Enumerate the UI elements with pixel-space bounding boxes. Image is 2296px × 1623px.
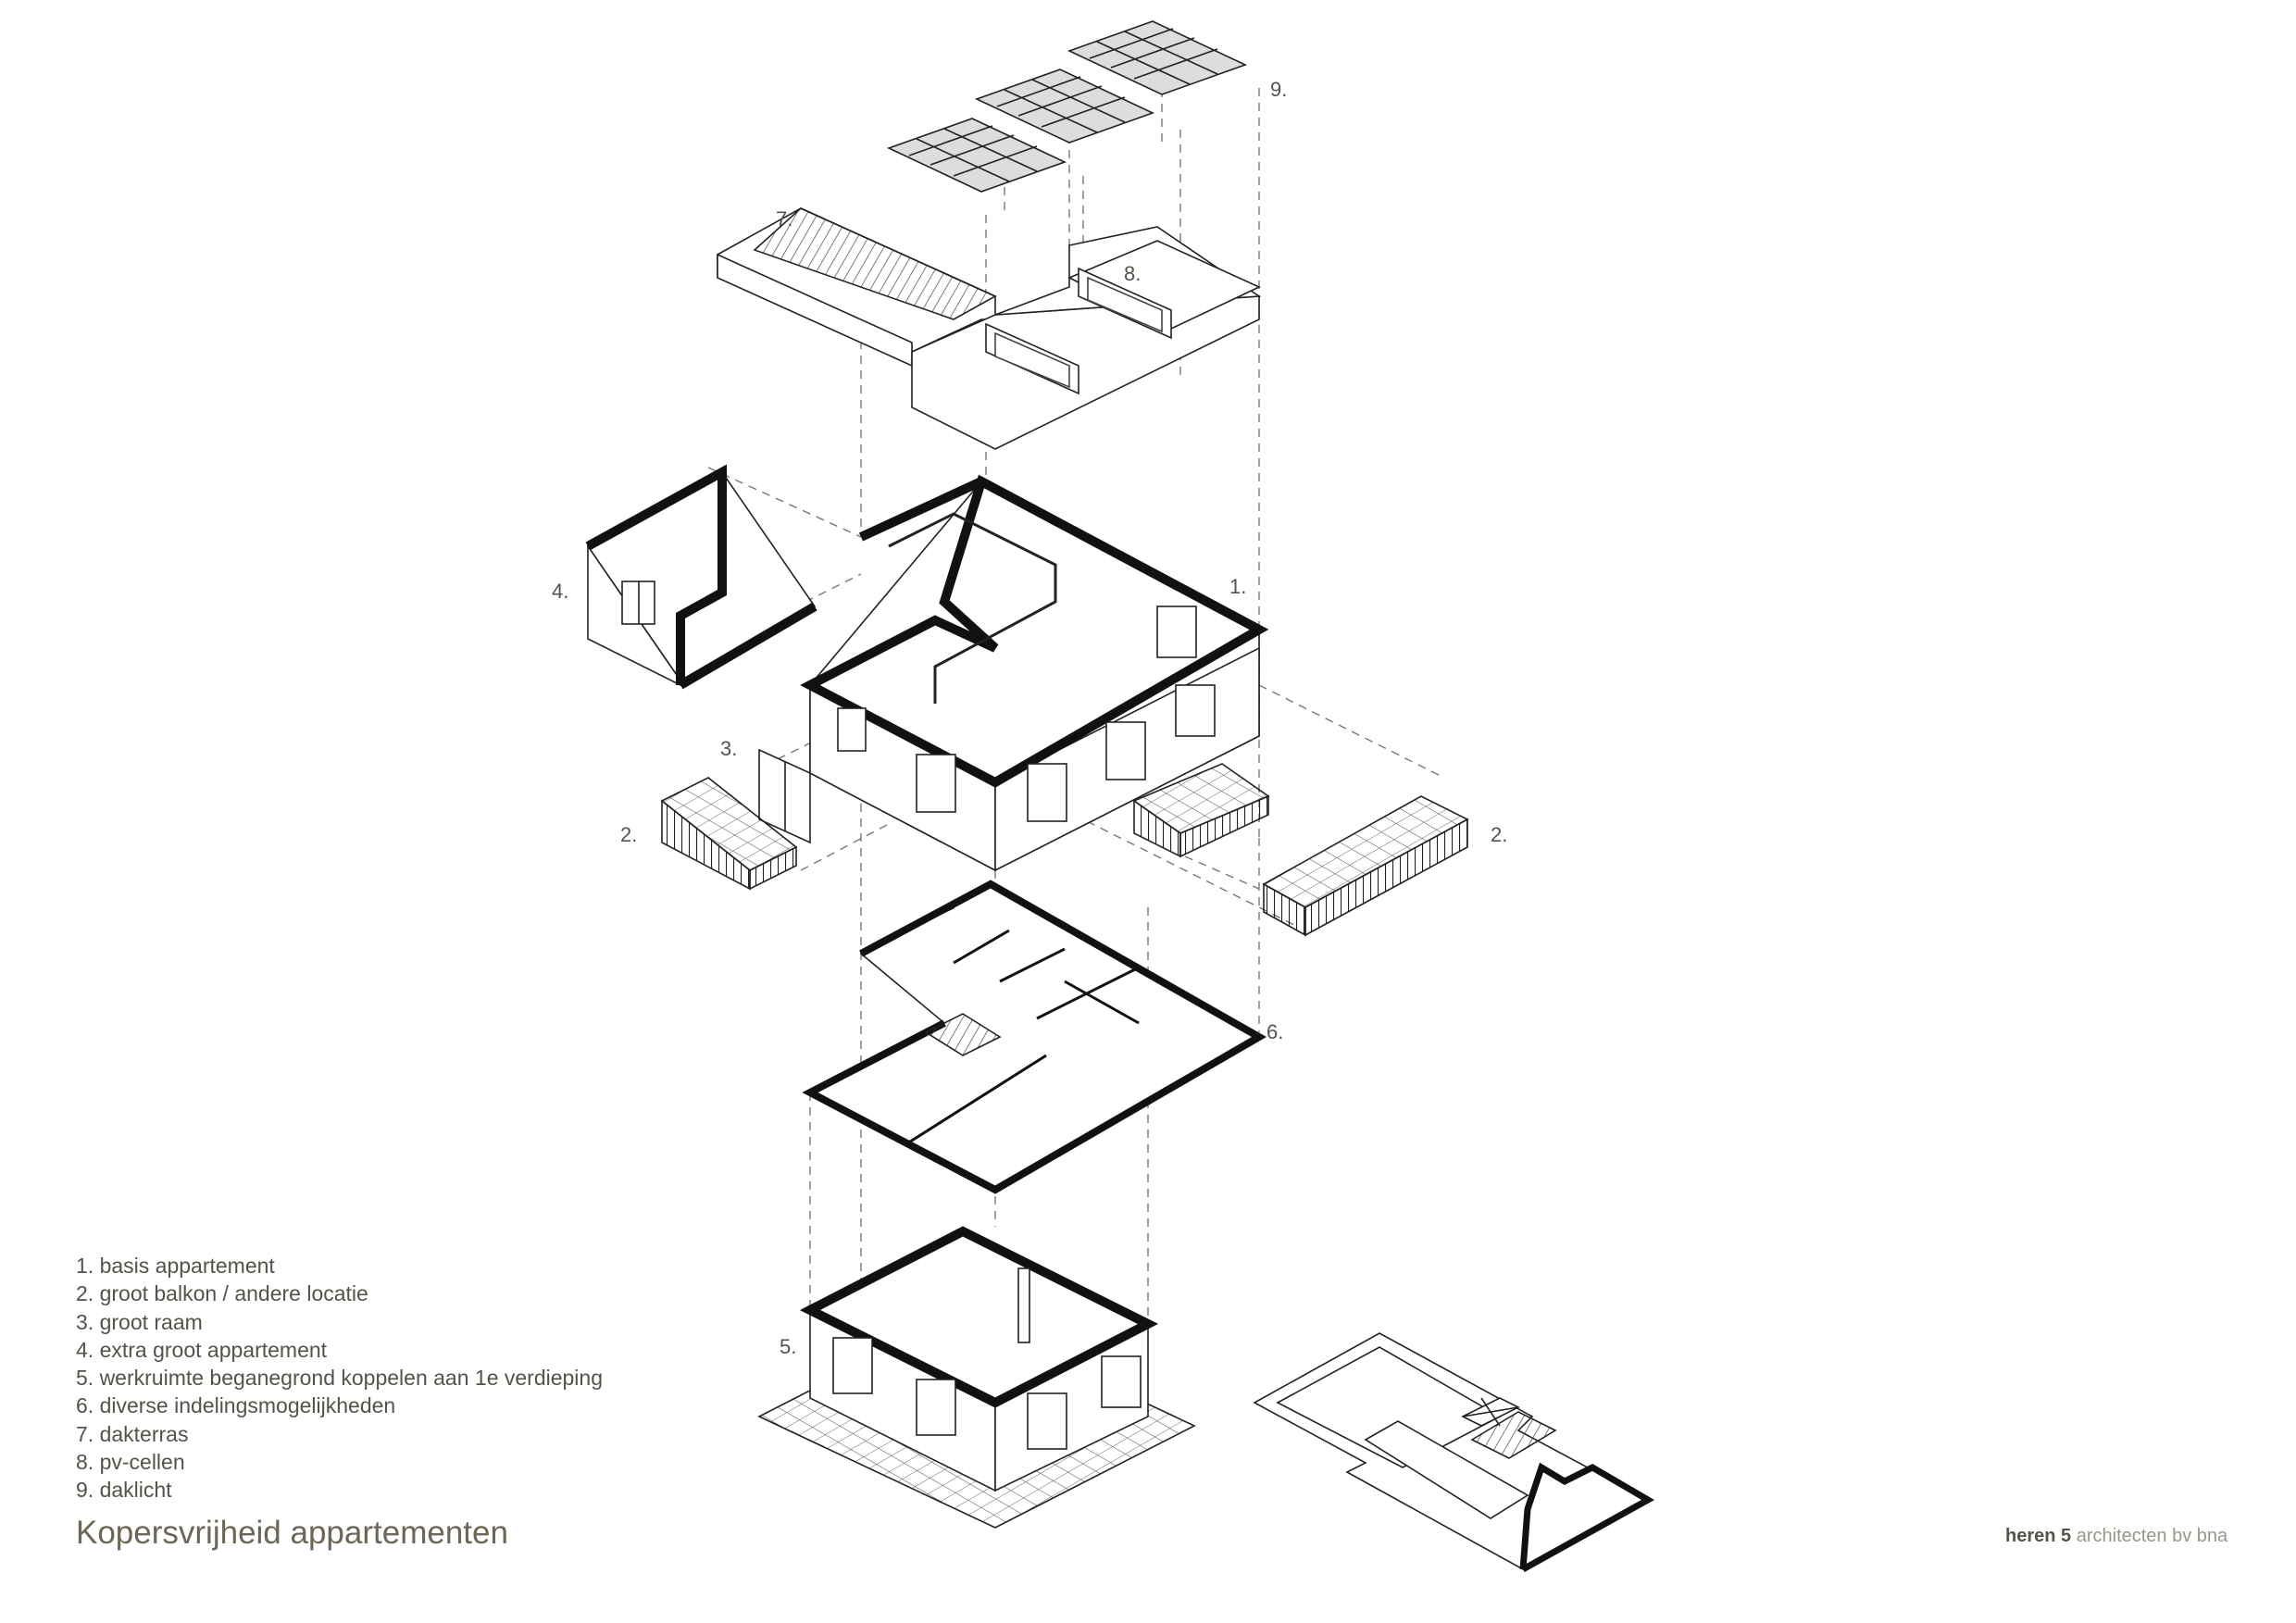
base-apartment: [800, 474, 1269, 872]
callout-6: 6.: [1267, 1020, 1284, 1043]
large-window: [758, 748, 811, 844]
skylights: [886, 20, 1248, 193]
legend: 1. basis appartement 2. groot balkon / a…: [76, 1252, 603, 1504]
legend-item: 4. extra groot appartement: [76, 1337, 328, 1362]
roof-level: [717, 207, 1262, 450]
skylight-2: [974, 69, 1155, 144]
legend-item: 6. diverse indelingsmogelijkheden: [76, 1393, 396, 1418]
callout-2-left: 2.: [620, 823, 638, 846]
firm-suffix: architecten bv bna: [2071, 1526, 2228, 1546]
legend-item: 9. daklicht: [76, 1478, 172, 1503]
callout-1: 1.: [1229, 575, 1247, 598]
firm-name: heren 5: [2005, 1526, 2072, 1546]
callout-2-right: 2.: [1491, 823, 1508, 846]
legend-item: 7. dakterras: [76, 1421, 189, 1446]
callout-3: 3.: [720, 737, 738, 760]
floor-plan: [802, 880, 1267, 1194]
legend-item: 5. werkruimte beganegrond koppelen aan 1…: [76, 1366, 604, 1391]
legend-item: 1. basis appartement: [76, 1254, 275, 1278]
firm-credit: heren 5 architecten bv bna: [2005, 1526, 2227, 1547]
extra-large-apartment: [585, 464, 817, 690]
legend-item: 8. pv-cellen: [76, 1450, 185, 1475]
callout-4: 4.: [552, 580, 569, 603]
balcony-left: [660, 777, 798, 891]
balcony-right: [1262, 795, 1469, 937]
skylight-1: [886, 118, 1067, 193]
balcony-mid: [1132, 763, 1270, 858]
legend-item: 3. groot raam: [76, 1309, 203, 1334]
windows-front: [837, 606, 1216, 822]
callout-7: 7.: [776, 207, 793, 231]
callout-9: 9.: [1270, 78, 1288, 101]
skylight-3: [1067, 20, 1248, 95]
legend-item: 2. groot balkon / andere locatie: [76, 1281, 368, 1306]
callout-5: 5.: [780, 1335, 797, 1358]
site-plan: [1253, 1332, 1655, 1573]
windows-ground: [832, 1337, 1142, 1450]
page-title: Kopersvrijheid appartementen: [76, 1515, 508, 1551]
ground-floor-workspace: [757, 1226, 1196, 1529]
callout-8: 8.: [1124, 262, 1142, 285]
